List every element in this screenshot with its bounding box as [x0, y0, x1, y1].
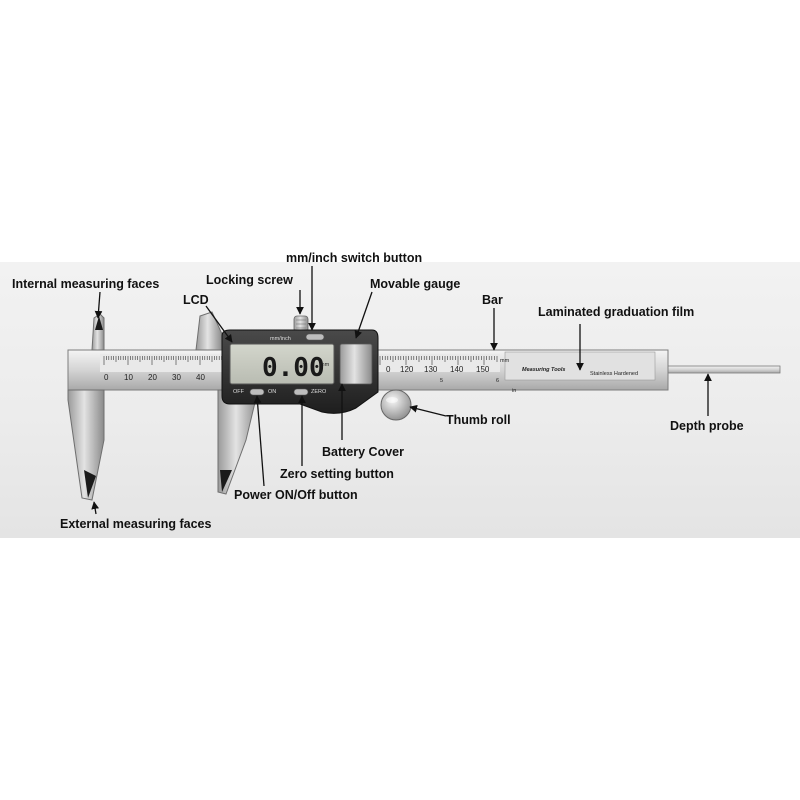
- power-button[interactable]: [249, 388, 265, 396]
- label-power-button: Power ON/Off button: [234, 488, 358, 502]
- internal-face-dark: [95, 316, 103, 330]
- material-text: Stainless Hardened: [590, 371, 638, 377]
- movable-jaw-internal: [195, 311, 223, 351]
- scale-number: 30: [172, 373, 181, 382]
- leader-lines: [91, 266, 712, 515]
- thumb-roll[interactable]: [380, 389, 412, 421]
- label-depth-probe: Depth probe: [670, 419, 744, 433]
- unit-mm-label: mm: [500, 358, 510, 364]
- label-internal-measuring-faces: Internal measuring faces: [12, 277, 160, 291]
- fixed-jaw-tip: [84, 470, 96, 498]
- zero-button[interactable]: [293, 388, 309, 396]
- scale-ticks-right: [379, 356, 498, 365]
- unit-in-label: in: [512, 388, 516, 394]
- scale-number: 0: [104, 373, 109, 382]
- label-mm-inch-switch: mm/inch switch button: [286, 251, 423, 265]
- scale-number: 130: [424, 365, 438, 374]
- label-laminated-graduation-film: Laminated graduation film: [538, 305, 695, 319]
- scale-number: 150: [476, 365, 490, 374]
- scale-number: 10: [124, 373, 133, 382]
- zero-label: ZERO: [311, 389, 327, 395]
- scale-number: 140: [450, 365, 464, 374]
- label-external-measuring-faces: External measuring faces: [60, 517, 212, 531]
- inch-mark: 6: [496, 378, 499, 384]
- on-label: ON: [268, 389, 276, 395]
- label-zero-setting-button: Zero setting button: [280, 467, 394, 481]
- label-thumb-roll: Thumb roll: [446, 413, 511, 427]
- movable-jaw-tip: [220, 470, 232, 492]
- mm-inch-switch-button[interactable]: [305, 333, 325, 341]
- scale-ticks-left: [103, 356, 222, 365]
- switch-label: mm/inch: [270, 336, 291, 342]
- lcd-unit: mm: [320, 362, 330, 368]
- label-battery-cover: Battery Cover: [322, 445, 404, 459]
- scale-number: 40: [196, 373, 205, 382]
- label-bar: Bar: [482, 293, 503, 307]
- lcd-reading: 0.00: [262, 353, 325, 383]
- brand-text: Measuring Tools: [522, 367, 566, 373]
- off-label: OFF: [233, 389, 245, 395]
- scale-number: 0: [386, 365, 391, 374]
- label-lcd: LCD: [183, 293, 209, 307]
- depth-probe: [661, 365, 781, 374]
- label-movable-gauge: Movable gauge: [370, 277, 461, 291]
- inch-mark: 5: [440, 378, 443, 384]
- scale-number: 120: [400, 365, 414, 374]
- label-locking-screw: Locking screw: [206, 273, 293, 287]
- fixed-jaw-external: [67, 389, 105, 501]
- fixed-jaw-internal: [91, 313, 105, 351]
- battery-cover: [339, 343, 373, 385]
- lcd-screen: [229, 343, 335, 385]
- scale-number: 20: [148, 373, 157, 382]
